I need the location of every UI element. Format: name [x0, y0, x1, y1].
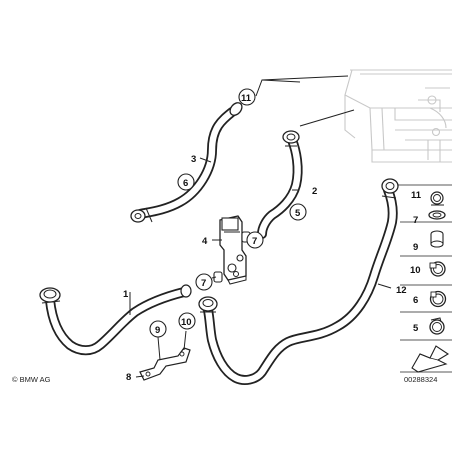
callout-7b: 7	[201, 278, 206, 289]
sidebar-label-7: 7	[413, 215, 418, 226]
direction-arrow-icon	[411, 345, 450, 373]
callout-10: 10	[181, 317, 192, 328]
sidebar-label-5: 5	[413, 323, 419, 334]
engine-bay-outline	[344, 69, 452, 163]
callout-11-circle	[238, 88, 256, 106]
copyright-text: © BMW AG	[12, 375, 51, 384]
callout-2: 2	[312, 186, 317, 197]
callout-12: 12	[396, 285, 407, 296]
callout-10-circle	[178, 312, 196, 330]
clamp-11-icon	[430, 191, 444, 206]
hose-2	[257, 130, 303, 239]
callout-9: 9	[155, 325, 160, 336]
leader-lines	[129, 157, 392, 378]
callout-4: 4	[202, 236, 208, 247]
callout-7b-circle	[195, 273, 213, 291]
leader-2-engine	[299, 109, 355, 127]
callout-6: 6	[183, 178, 188, 189]
leader-11	[255, 75, 349, 97]
hose-clamp-5-icon	[429, 317, 445, 335]
sidebar-label-6: 6	[413, 295, 418, 306]
callout-11: 11	[241, 93, 252, 104]
grommet-9-icon	[430, 230, 444, 248]
diagram-number: 00288324	[404, 375, 437, 384]
bracket-8	[139, 347, 191, 381]
leader-11b	[261, 79, 301, 83]
parts-sidebar: 11 7 9 10 6 5	[398, 184, 452, 373]
sidebar-label-11: 11	[411, 190, 422, 201]
hose-12	[198, 178, 399, 385]
callout-5-circle	[289, 203, 307, 221]
callout-5: 5	[295, 208, 301, 219]
oring-7-icon	[428, 210, 446, 220]
hose-clamp-6-icon	[429, 290, 447, 308]
callout-9-circle	[149, 320, 167, 338]
sidebar-label-10: 10	[410, 265, 421, 276]
hose-3	[130, 102, 243, 223]
callout-7a-circle	[246, 231, 264, 249]
hose-clamp-10-icon	[429, 261, 446, 277]
callout-8: 8	[126, 372, 131, 383]
callout-1: 1	[123, 289, 129, 300]
hose-1	[39, 284, 192, 356]
callout-3: 3	[191, 154, 196, 165]
valve-4	[219, 215, 247, 285]
callout-6-circle	[177, 173, 195, 191]
sidebar-label-9: 9	[413, 242, 418, 253]
callout-7a: 7	[252, 236, 257, 247]
